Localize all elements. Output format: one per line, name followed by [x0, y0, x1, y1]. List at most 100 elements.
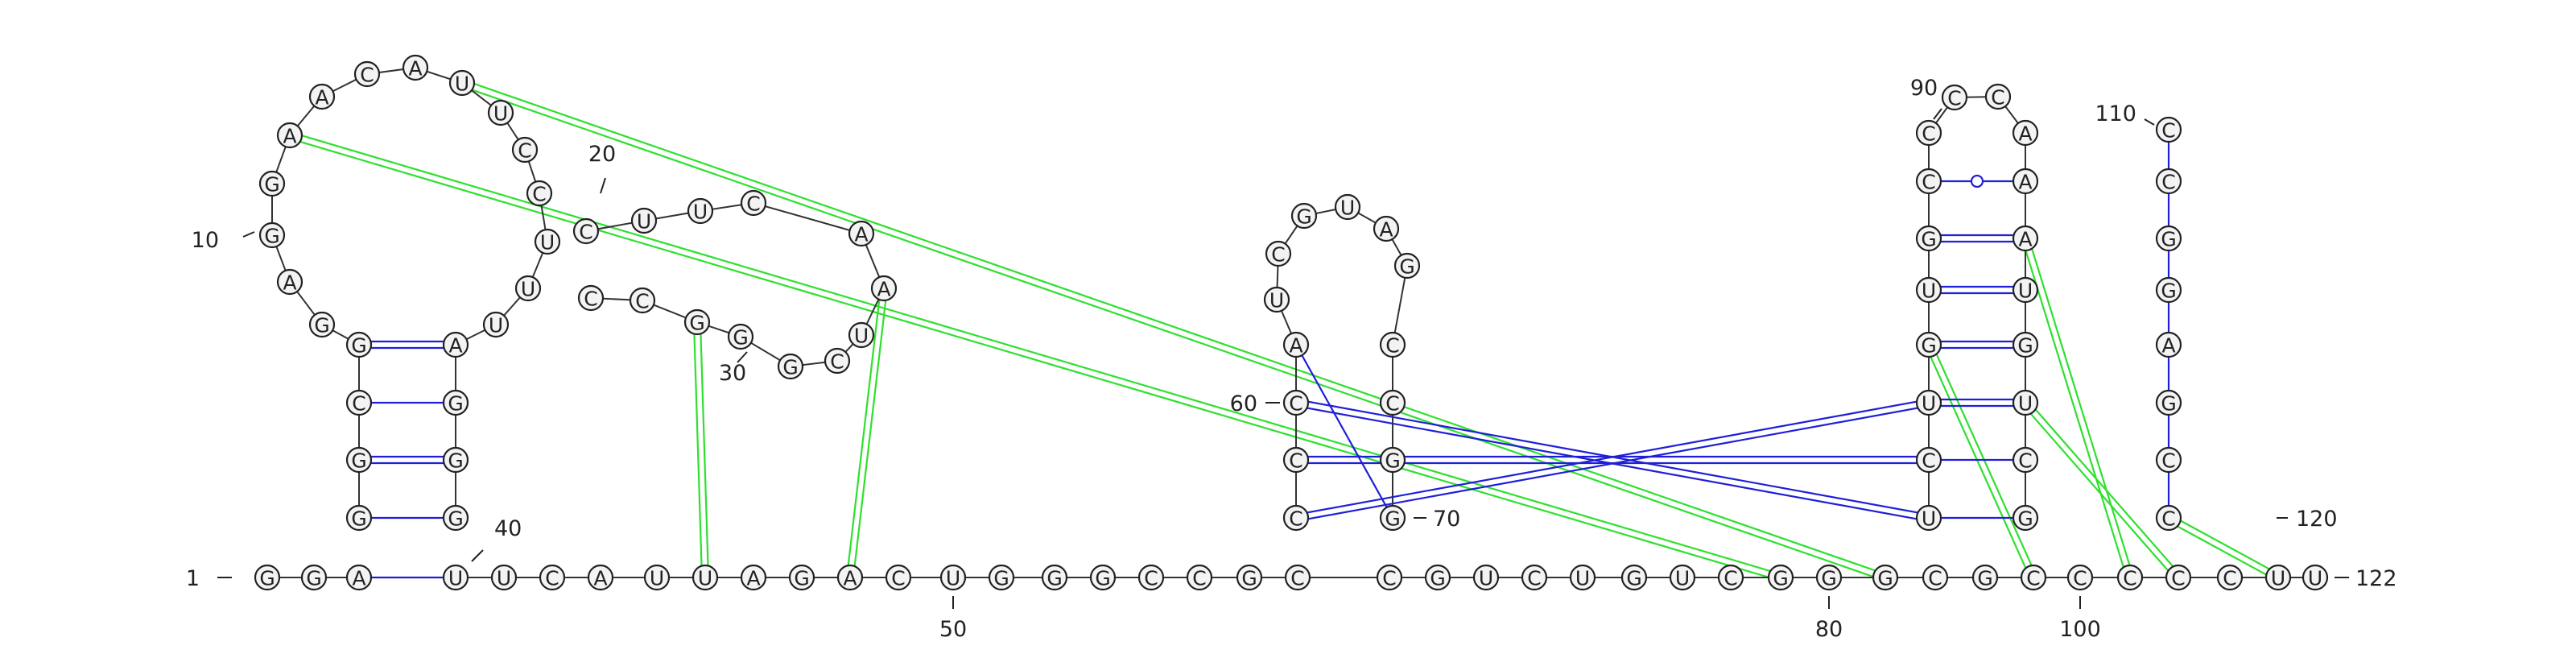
position-label: 10	[192, 228, 219, 253]
position-label: 60	[1230, 391, 1257, 416]
nucleotide: G	[1915, 331, 1942, 358]
nucleotide-letter: G	[2017, 507, 2033, 531]
nucleotide-letter: C	[1290, 567, 1304, 590]
nucleotide-letter: G	[351, 449, 366, 473]
nucleotide-letter: U	[448, 567, 463, 590]
nucleotide-letter: U	[1922, 507, 1936, 531]
nucleotide-letter: A	[593, 567, 607, 590]
nucleotide: U	[514, 275, 542, 302]
nucleotide: A	[836, 564, 864, 591]
nucleotide-letter: C	[2161, 171, 2175, 194]
position-tick: 100	[2059, 596, 2101, 642]
nucleotide-letter: A	[746, 567, 760, 590]
nucleotide: G	[1815, 564, 1843, 591]
nucleotide: G	[1872, 564, 1899, 591]
nucleotide: C	[2216, 564, 2244, 591]
nucleotide: G	[1379, 504, 1406, 532]
nucleotide-letter: U	[650, 567, 664, 590]
position-label: 110	[2095, 101, 2136, 126]
nucleotide-letter: U	[2018, 392, 2033, 416]
nucleotide-letter: A	[2018, 228, 2032, 251]
nucleotide: A	[345, 564, 373, 591]
nucleotide-letter: C	[1527, 567, 1541, 590]
nucleotide: C	[1521, 564, 1548, 591]
pseudoknot-pair	[845, 288, 889, 578]
nucleotide-letter: C	[2171, 567, 2185, 590]
nucleotide-letter: G	[794, 567, 809, 590]
nucleotide-letter: C	[1144, 567, 1158, 590]
nucleotide-letter: U	[2271, 567, 2285, 590]
nucleotide-letter: C	[1289, 507, 1302, 531]
nucleotide-letter: C	[1192, 567, 1206, 590]
nucleotide-letter: C	[1385, 334, 1399, 358]
position-tick: 122	[2334, 566, 2397, 591]
nucleotide: G	[1424, 564, 1451, 591]
nucleotide-letter: G	[1296, 205, 1311, 229]
nucleotide-letter: C	[1289, 449, 1302, 473]
position-label: 90	[1910, 76, 1938, 101]
nucleotide-letter: C	[2161, 449, 2175, 473]
base-pair	[1929, 285, 2025, 295]
nucleotide-letter: G	[351, 507, 366, 531]
pseudoknot-pair	[288, 131, 1782, 582]
nucleotide-letter: C	[1922, 449, 1935, 473]
nucleotide: C	[2155, 504, 2182, 532]
nucleotide-letter: C	[1947, 87, 1961, 110]
nucleotide-letter: U	[497, 567, 511, 590]
nucleotide-letter: U	[1675, 567, 1690, 590]
nucleotide: U	[643, 564, 671, 591]
nucleotide: C	[1282, 504, 1310, 532]
nucleotide-letter: C	[2123, 567, 2136, 590]
nucleotide-letter: A	[1289, 334, 1302, 358]
nucleotide: G	[1971, 564, 1999, 591]
nucleotide-letter: C	[1922, 122, 1935, 146]
position-tick: 120	[2277, 507, 2338, 532]
nucleotide-letter: G	[2017, 334, 2033, 358]
nucleotide: U	[448, 69, 476, 97]
nucleotide-letter: C	[635, 290, 649, 313]
nucleotide: C	[2116, 564, 2144, 591]
nucleotide-letter: U	[540, 231, 555, 255]
nucleotide: C	[824, 347, 851, 375]
nucleotide-letter: G	[1430, 567, 1445, 590]
nucleotide: G	[1915, 225, 1942, 252]
nucleotide: C	[1915, 119, 1942, 147]
nucleotide-letter: G	[448, 449, 463, 473]
nucleotide-letter: C	[1289, 392, 1302, 416]
nucleotide-letter: U	[637, 210, 651, 234]
position-label: 30	[719, 361, 746, 386]
nucleotide: G	[2155, 225, 2182, 252]
nucleotide-letter: U	[493, 102, 508, 126]
nucleotide: G	[308, 311, 336, 338]
nucleotide: C	[1379, 331, 1406, 358]
nucleotide-letter: G	[1921, 334, 1936, 358]
pseudoknot-pair	[692, 321, 710, 578]
nucleotide-letter: C	[1928, 567, 1942, 590]
nucleotide: C	[2165, 564, 2192, 591]
nucleotide: C	[511, 136, 539, 164]
position-tick: 20	[588, 142, 616, 194]
nucleotide: U	[1915, 504, 1942, 532]
nucleotide-letter: C	[1991, 86, 2004, 110]
nucleotide: U	[2012, 389, 2039, 416]
nucleotide: A	[276, 122, 303, 149]
nucleotide-letter: U	[1922, 392, 1936, 416]
nucleotide: C	[345, 389, 373, 416]
nucleotide: G	[1290, 202, 1318, 230]
base-pair	[1929, 398, 2025, 408]
nucleotide: C	[2066, 564, 2094, 591]
nucleotide: G	[727, 323, 754, 350]
nucleotide: U	[534, 228, 561, 255]
position-label: 70	[1433, 507, 1460, 532]
base-pair	[1295, 344, 1393, 519]
nucleotide: G	[2155, 389, 2182, 416]
position-tick: 110	[2095, 101, 2155, 126]
nucleotide-letter: U	[521, 278, 535, 301]
nucleotide: C	[2155, 116, 2182, 143]
nucleotide-letter: C	[2223, 567, 2236, 590]
base-pair	[1929, 340, 2025, 350]
base-pair	[1295, 398, 1930, 523]
nucleotide-letter: G	[314, 314, 329, 337]
nucleotide: G	[254, 564, 281, 591]
base-pair	[1929, 234, 2025, 243]
